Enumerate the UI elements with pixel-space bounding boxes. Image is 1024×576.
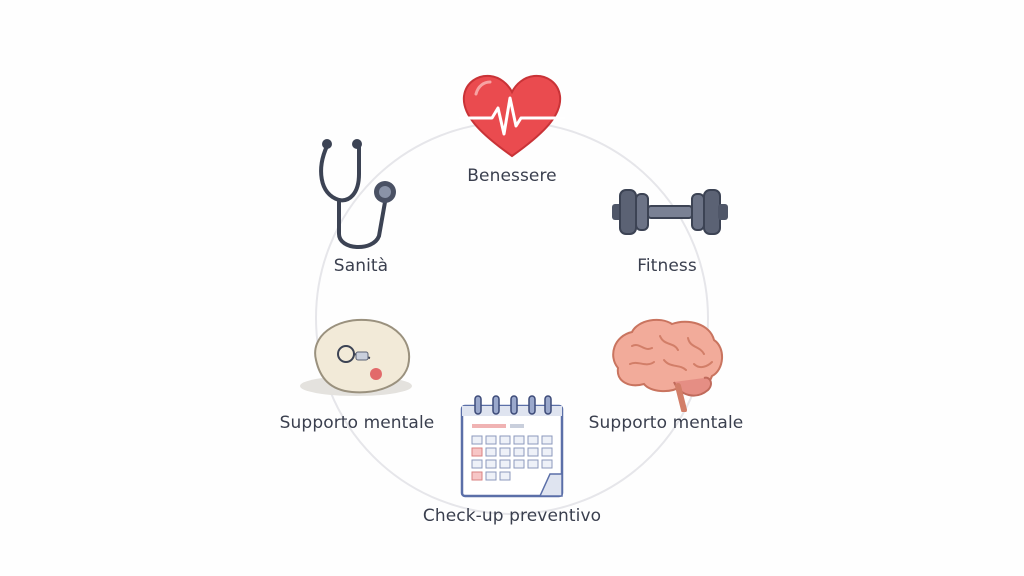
node-label-supporto-mentale-left: Supporto mentale (279, 413, 435, 433)
node-label-fitness: Fitness (637, 256, 697, 276)
calendar-icon (460, 394, 566, 504)
brain-icon (604, 316, 728, 416)
node-label-sanita: Sanità (333, 256, 389, 276)
node-label-supporto-mentale-right: Supporto mentale (588, 413, 744, 433)
cushion-icon (296, 316, 420, 404)
node-label-check-up: Check-up preventivo (422, 506, 602, 526)
stethoscope-icon (305, 138, 405, 258)
node-label-benessere: Benessere (467, 166, 557, 186)
dumbbell-icon (610, 184, 730, 244)
heart-pulse-icon (458, 72, 566, 166)
